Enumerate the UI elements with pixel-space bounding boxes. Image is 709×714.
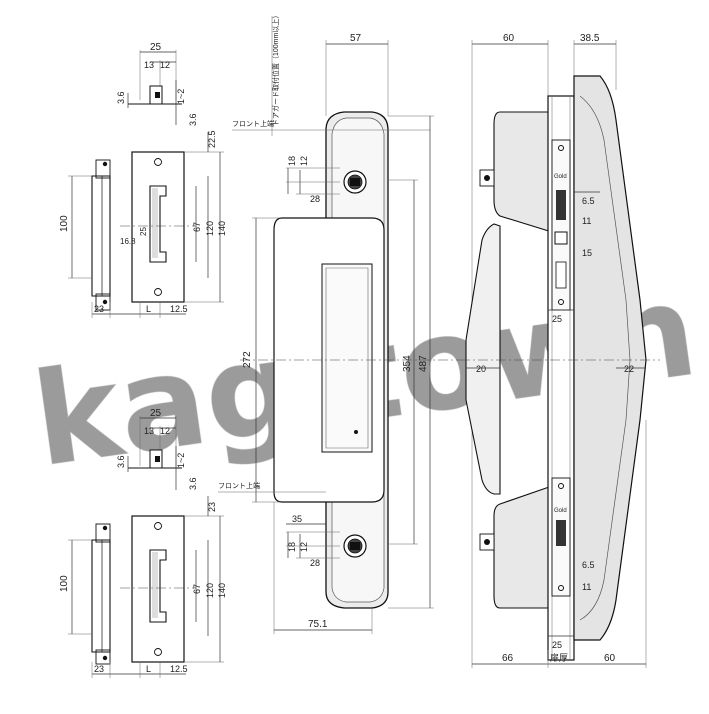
brand-mark-2: Gold — [554, 508, 567, 514]
dim-23: 23 — [207, 502, 217, 512]
dim-6-5-a: 6.5 — [582, 196, 595, 206]
dim-3-6-b: 3.6 — [188, 477, 198, 490]
dim-60-top: 60 — [503, 33, 515, 44]
dim-25-b: 25 — [552, 640, 562, 650]
dim-11-a: 11 — [582, 216, 591, 226]
dim-67: 67 — [192, 584, 202, 594]
dim-bottom-23: 23 — [94, 304, 104, 314]
dim-18-b: 18 — [287, 542, 297, 552]
dim-120: 120 — [205, 221, 215, 236]
dim-28-b: 28 — [310, 558, 320, 568]
dim-bottom-12-5: 12.5 — [170, 304, 188, 314]
handle-guard-note: ドアガード取付位置（100mm以上） — [271, 12, 280, 126]
front-upper-label-1: フロント上端 — [232, 119, 274, 128]
dim-3-6-a: 3.6 — [116, 455, 126, 468]
dim-25-inner: 25 — [139, 227, 148, 236]
dim-272: 272 — [242, 351, 253, 368]
dim-1-2: 1~2 — [176, 453, 186, 468]
dim-3-6-b: 3.6 — [188, 113, 198, 126]
dim-6-5-b: 6.5 — [582, 560, 595, 570]
dim-120: 120 — [205, 583, 215, 598]
dim-28-a: 28 — [310, 194, 320, 204]
front-view: 57 ドアガード取付位置（100mm以上） フロント上端 18 12 28 27… — [218, 12, 460, 634]
dim-bottom-12-5: 12.5 — [170, 664, 188, 674]
dim-12-b: 12 — [299, 542, 309, 552]
dim-25: 25 — [150, 408, 162, 419]
strike-bottom-detail: 25 13 12 3.6 1~2 3.6 100 23 67 120 140 — [59, 408, 227, 678]
dim-20: 20 — [476, 364, 486, 374]
brand-mark-1: Gold — [554, 174, 567, 180]
door-thickness-label: 扉厚 — [550, 652, 568, 663]
dim-bottom-L: L — [146, 664, 151, 674]
dim-bottom-L: L — [146, 304, 151, 314]
side-view: 60 38.5 Gold Gold — [460, 33, 660, 668]
dim-22: 22 — [624, 364, 634, 374]
dim-13: 13 — [144, 60, 154, 70]
dim-bottom-23: 23 — [94, 664, 104, 674]
dim-140: 140 — [217, 221, 227, 236]
dim-35: 35 — [292, 514, 302, 524]
strike-top-detail: 25 13 12 3.6 1~2 3.6 100 22.5 67 120 140 — [59, 42, 227, 318]
dim-487: 487 — [418, 355, 429, 372]
dim-25: 25 — [150, 42, 162, 53]
dim-25-a: 25 — [552, 314, 562, 324]
dim-18-a: 18 — [287, 156, 297, 166]
dim-60-bottom: 60 — [604, 653, 616, 664]
dim-57: 57 — [350, 33, 362, 44]
dim-1-2: 1~2 — [176, 89, 186, 104]
dim-38-5: 38.5 — [580, 33, 600, 44]
dim-3-6-a: 3.6 — [116, 91, 126, 104]
dim-22-5: 22.5 — [207, 130, 217, 148]
dim-75-1: 75.1 — [308, 619, 328, 630]
dim-11-b: 11 — [582, 582, 591, 592]
dim-13: 13 — [144, 426, 154, 436]
dim-16-8: 16.8 — [120, 237, 136, 246]
dim-140: 140 — [217, 583, 227, 598]
dim-67: 67 — [192, 222, 202, 232]
dim-100: 100 — [59, 575, 70, 592]
dim-12: 12 — [160, 426, 170, 436]
dim-12-a: 12 — [299, 156, 309, 166]
dim-66: 66 — [502, 653, 514, 664]
dim-354: 354 — [402, 355, 413, 372]
dim-100: 100 — [59, 215, 70, 232]
dim-15: 15 — [582, 248, 592, 258]
front-upper-label-2: フロント上端 — [218, 481, 260, 490]
dim-12: 12 — [160, 60, 170, 70]
